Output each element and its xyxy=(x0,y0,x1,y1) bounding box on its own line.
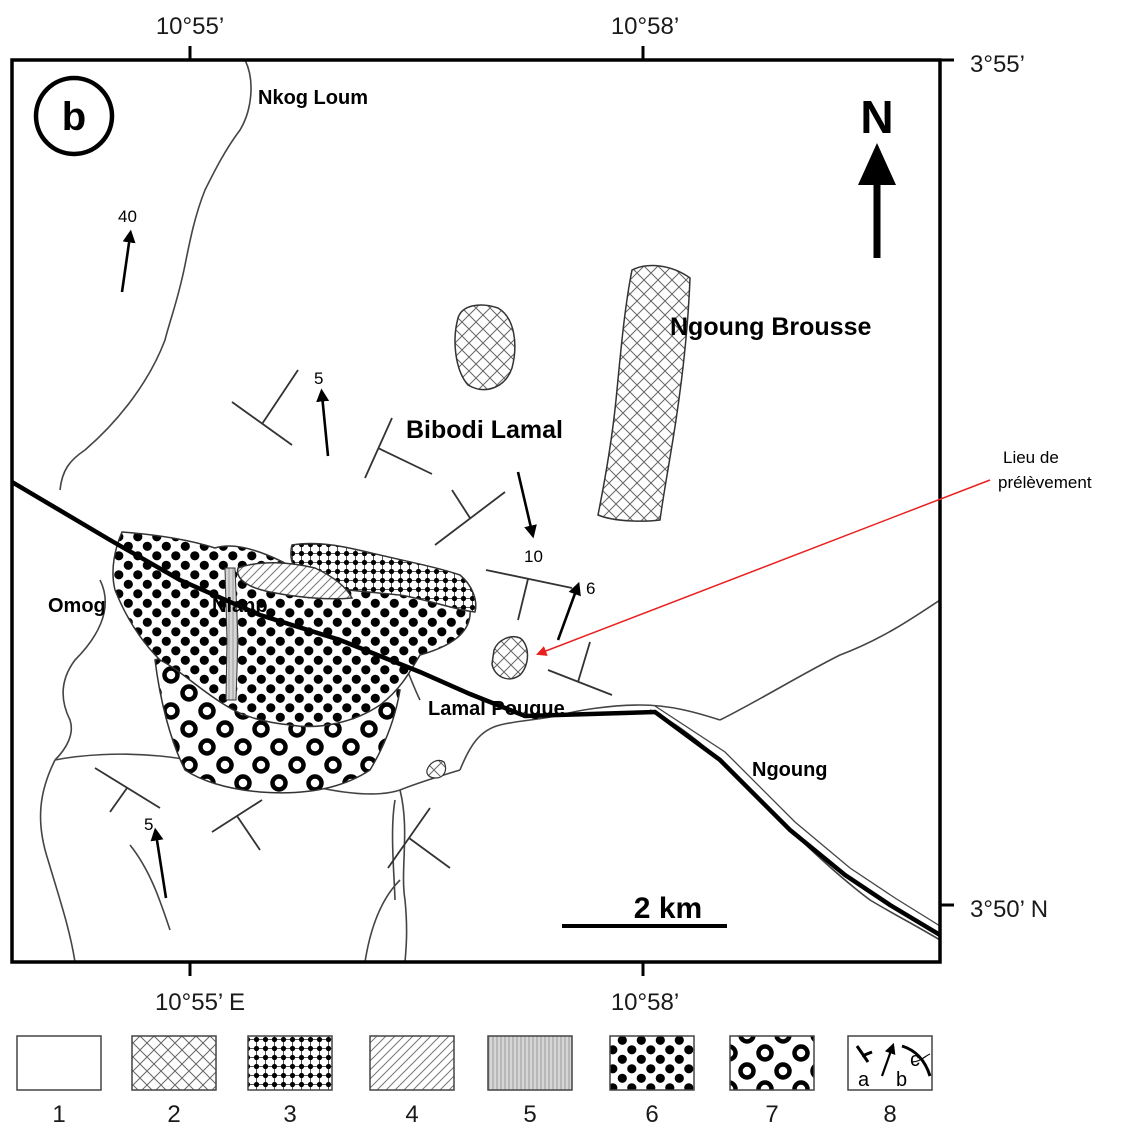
unit-5-dyke xyxy=(224,567,239,701)
sampling-site-annotation: Lieu de prélèvement xyxy=(536,448,1092,656)
legend-number-1: 1 xyxy=(52,1101,65,1128)
legend-swatch-3 xyxy=(247,1035,333,1091)
unit-4-body xyxy=(236,561,354,600)
dip-value-6: 6 xyxy=(586,579,595,598)
lon-label-bottom-left: 10°55’ E xyxy=(155,989,245,1016)
legend-swatch-5 xyxy=(487,1035,573,1091)
scale-bar: 2 km xyxy=(562,892,727,928)
dip-value-40: 40 xyxy=(118,207,137,226)
annotation-line-2: prélèvement xyxy=(998,473,1092,492)
place-ngoung-brousse: Ngoung Brousse xyxy=(670,313,871,341)
lineation-symbol-icon xyxy=(880,1042,896,1077)
legend-swatch-8 xyxy=(847,1035,933,1091)
panel-label-text: b xyxy=(62,95,86,139)
lon-label-bottom-right: 10°58’ xyxy=(611,989,679,1016)
dip-value-10: 10 xyxy=(524,547,543,566)
place-lamal-pougue: Lamal Pougue xyxy=(428,698,565,720)
frame-ticks xyxy=(188,46,954,976)
legend-number-5: 5 xyxy=(523,1101,536,1128)
annotation-arrow xyxy=(536,479,991,656)
legend-number-2: 2 xyxy=(167,1101,180,1128)
dip-value-5-bottom: 5 xyxy=(144,815,153,834)
map-frame xyxy=(10,58,942,964)
lat-label-bottom: 3°50’ N xyxy=(970,896,1048,923)
main-road xyxy=(12,480,940,937)
lineation-arrows xyxy=(120,229,581,899)
legend-swatch-1 xyxy=(16,1035,102,1091)
panel-label: b xyxy=(33,75,115,157)
unit-2-body-north xyxy=(454,304,516,391)
legend-number-8: 8 xyxy=(883,1101,896,1128)
main-road-edge xyxy=(654,705,940,927)
place-bibodi-lamal: Bibodi Lamal xyxy=(406,416,563,444)
legend-number-6: 6 xyxy=(645,1101,658,1128)
legend-8-sub-c: c xyxy=(910,1049,920,1071)
unit-2-body-ngoung-brousse xyxy=(597,264,691,522)
legend-number-7: 7 xyxy=(765,1101,778,1128)
foliation-symbols xyxy=(94,369,613,869)
legend-swatch-6 xyxy=(609,1035,695,1091)
road-river-symbol-icon xyxy=(901,1044,932,1077)
lon-label-top-right: 10°58’ xyxy=(611,13,679,40)
place-nkog-loum: Nkog Loum xyxy=(258,87,368,109)
legend-swatch-7 xyxy=(729,1035,815,1091)
unit-2-body-small xyxy=(426,759,447,779)
unit-2-body-sampling-site xyxy=(491,636,529,680)
annotation-line-1: Lieu de xyxy=(1003,448,1059,467)
scale-bar-label: 2 km xyxy=(634,892,702,925)
dip-value-5-top: 5 xyxy=(314,369,323,388)
legend-8-symbols xyxy=(855,1042,932,1077)
north-arrow-head xyxy=(858,143,896,185)
road-river-symbol-thin-icon xyxy=(911,1053,931,1063)
legend-8-sub-b: b xyxy=(896,1069,907,1091)
legend-swatch-2 xyxy=(131,1035,217,1091)
legend-number-3: 3 xyxy=(283,1101,296,1128)
legend-number-4: 4 xyxy=(405,1101,418,1128)
place-nlanp: Nlanp xyxy=(212,595,268,617)
legend: a b c 1 2 3 4 5 6 7 8 xyxy=(16,1035,933,1128)
foliation-symbol-icon xyxy=(855,1045,873,1063)
legend-8-sub-a: a xyxy=(858,1069,870,1091)
lon-label-top-left: 10°55’ xyxy=(156,13,224,40)
place-ngoung: Ngoung xyxy=(752,759,828,781)
north-arrow: N xyxy=(858,91,896,258)
place-omog: Omog xyxy=(48,595,106,617)
legend-swatch-4 xyxy=(369,1035,455,1091)
north-label: N xyxy=(860,91,893,143)
lat-label-top: 3°55’ xyxy=(970,51,1025,78)
rivers xyxy=(39,60,940,962)
